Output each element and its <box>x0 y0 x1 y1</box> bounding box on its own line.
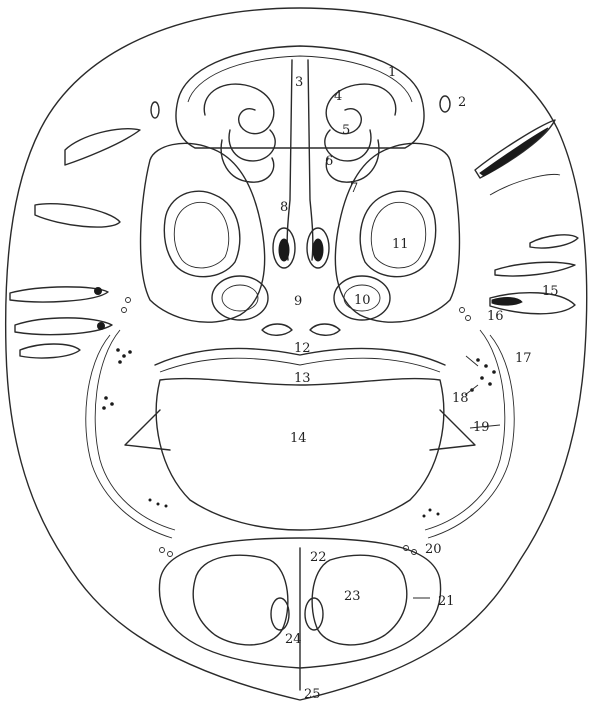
left-side-shape-4 <box>20 344 80 358</box>
left-upper-shape <box>65 129 140 165</box>
right-side-shape-3 <box>530 235 578 248</box>
label-2: 2 <box>458 95 466 110</box>
lower-small-left <box>271 598 289 630</box>
label-22: 22 <box>310 550 327 565</box>
label-5: 5 <box>342 123 350 138</box>
label-24: 24 <box>285 632 302 647</box>
label-9: 9 <box>294 294 302 309</box>
right-side-shape-2 <box>490 174 560 195</box>
label-21: 21 <box>438 594 455 609</box>
left-side-shape-1 <box>35 204 120 227</box>
left-side-shape-2 <box>10 287 108 302</box>
nasal-septum <box>287 60 313 260</box>
label-1: 1 <box>388 65 396 80</box>
label-25: 25 <box>304 687 321 702</box>
label-18: 18 <box>452 391 469 406</box>
right-side-shape-4 <box>495 262 575 276</box>
label-13: 13 <box>294 371 311 386</box>
tiny-circle-5 <box>160 548 165 553</box>
label-14: 14 <box>290 431 307 446</box>
lower-small-right <box>305 598 323 630</box>
palate-band-inner <box>160 358 440 372</box>
right-wing <box>430 410 475 450</box>
left-side-dot-2 <box>97 322 105 330</box>
mid-ring-right <box>425 330 505 530</box>
tiny-circle-1 <box>126 298 131 303</box>
label-6: 6 <box>325 154 333 169</box>
small-oval-right <box>440 96 450 112</box>
left-nostril-core <box>279 239 289 261</box>
label-7: 7 <box>350 181 358 196</box>
label-23: 23 <box>344 589 361 604</box>
right-sinus-inner <box>371 202 425 268</box>
label-10: 10 <box>354 293 371 308</box>
tiny-circle-4 <box>466 316 471 321</box>
label-20: 20 <box>425 542 442 557</box>
left-side-dot-1 <box>94 287 102 295</box>
right-side-dark-2 <box>492 298 522 306</box>
left-lower-oval-inner <box>222 285 258 311</box>
left-sinus-inner <box>174 202 228 268</box>
lower-left-lobe <box>193 555 288 645</box>
label-16: 16 <box>487 309 504 324</box>
tiny-circle-2 <box>122 308 127 313</box>
label-19: 19 <box>473 420 490 435</box>
right-nostril-core <box>313 239 323 261</box>
tiny-circle-3 <box>460 308 465 313</box>
label-15: 15 <box>542 284 559 299</box>
upper-nasal-outline <box>176 46 424 148</box>
small-oval-left <box>151 102 159 118</box>
right-dot-cluster <box>423 358 496 517</box>
label-11: 11 <box>392 237 409 252</box>
label-3: 3 <box>295 75 303 90</box>
structure-12-left <box>262 324 292 335</box>
structure-12-right <box>310 324 340 335</box>
label-4: 4 <box>334 89 342 104</box>
left-wing <box>125 410 170 450</box>
mid-ring-left <box>95 330 175 530</box>
leader-lines <box>300 356 500 690</box>
tiny-circle-6 <box>168 552 173 557</box>
label-12: 12 <box>294 341 311 356</box>
label-17: 17 <box>515 351 532 366</box>
label-8: 8 <box>280 200 288 215</box>
right-side-dark-1 <box>480 128 548 176</box>
tongue-region <box>156 379 444 530</box>
left-maxillary-block <box>141 143 265 322</box>
left-lower-oval <box>212 276 268 320</box>
